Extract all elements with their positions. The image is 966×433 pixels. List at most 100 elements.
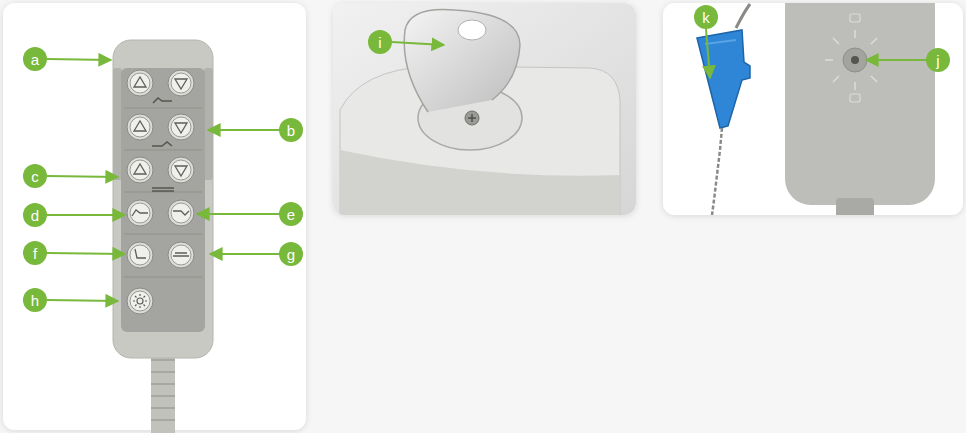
key-chain: [712, 128, 722, 215]
side-grip: [113, 68, 122, 180]
leader-arrow: [47, 214, 125, 216]
leader-arrow: [197, 213, 279, 215]
callout-badge: a: [23, 47, 47, 71]
leader-arrow: [208, 129, 279, 131]
button-ring: [127, 157, 153, 183]
down-symbol: [175, 79, 187, 89]
callout-badge: g: [279, 242, 303, 266]
leader-arrow: [866, 59, 926, 61]
down-symbol: [175, 166, 187, 176]
callout-letter: a: [31, 52, 39, 67]
callout-badge: c: [23, 164, 47, 188]
bed-icon: [152, 188, 174, 191]
button-ring: [168, 114, 194, 140]
button-face: [130, 117, 150, 137]
button-face: [171, 117, 191, 137]
button-ring: [127, 114, 153, 140]
button: [127, 288, 153, 314]
callout-letter: i: [378, 35, 381, 50]
side-grip: [204, 68, 213, 180]
up-symbol: [134, 164, 146, 174]
callout-letter: e: [287, 207, 295, 222]
pendant-back: [785, 3, 935, 205]
callout-badge: k: [694, 5, 718, 29]
button-ring: [127, 242, 153, 268]
callout-letter: f: [33, 246, 37, 261]
pendant-side: [340, 150, 620, 215]
flat-symbol: [173, 253, 189, 256]
button: [127, 114, 153, 140]
down-symbol: [175, 123, 187, 133]
pendant-body: [113, 40, 213, 358]
callout-letter: g: [287, 247, 295, 262]
clip-hole: [458, 20, 486, 40]
screw: [465, 111, 479, 125]
cable-stub: [836, 198, 874, 215]
key-head: [697, 30, 750, 128]
button-face: [130, 291, 150, 311]
button-face: [130, 73, 150, 93]
button-face: [171, 73, 191, 93]
button: [168, 157, 194, 183]
photo-background: [333, 3, 636, 215]
callout-letter: h: [31, 293, 39, 308]
up-symbol: [134, 121, 146, 131]
callout-letter: b: [287, 123, 295, 138]
light-symbol: [137, 298, 143, 304]
button-face: [171, 203, 191, 223]
key-highlight: [705, 40, 736, 44]
position-symbol: [132, 210, 148, 216]
callout-badge: e: [279, 202, 303, 226]
row-separator: [124, 108, 202, 277]
button-face: [130, 203, 150, 223]
key-lock: [843, 48, 867, 72]
callout-letter: k: [702, 10, 710, 25]
clip-loop: [404, 9, 520, 112]
bed-icon: [152, 142, 172, 146]
leader-arrow: [47, 59, 111, 60]
leader-arrow: [392, 42, 444, 45]
callout-badge: i: [368, 30, 392, 54]
clip-photo: [333, 3, 636, 215]
button: [168, 70, 194, 96]
screw-slot: [468, 114, 476, 122]
lock-photo: [697, 3, 935, 215]
button: [168, 200, 194, 226]
callout-letter: j: [936, 53, 939, 68]
button-ring: [168, 70, 194, 96]
button-face: [130, 160, 150, 180]
button: [127, 70, 153, 96]
position-symbol: [173, 211, 189, 215]
button-ring: [168, 242, 194, 268]
callout-badge: b: [279, 118, 303, 142]
callout-badge: j: [926, 48, 950, 72]
button-face: [130, 245, 150, 265]
button: [168, 242, 194, 268]
light-rays: [133, 294, 147, 308]
button-face: [171, 245, 191, 265]
callout-badge: f: [23, 241, 47, 265]
lock-icon: [850, 94, 860, 102]
button: [168, 114, 194, 140]
callout-letter: c: [31, 169, 39, 184]
leader-arrow: [47, 176, 118, 177]
leader-arrow: [210, 253, 279, 255]
panel: [333, 3, 636, 215]
button: [127, 200, 153, 226]
key-ring: [736, 4, 750, 28]
leader-arrow: [47, 300, 118, 301]
button-face: [171, 160, 191, 180]
button-ring: [168, 157, 194, 183]
callout-letter: d: [31, 208, 39, 223]
button: [127, 242, 153, 268]
leader-arrow: [47, 253, 125, 254]
button-ring: [127, 70, 153, 96]
chair-symbol: [135, 249, 146, 258]
bed-icon: [153, 98, 172, 103]
cable-ridges: [151, 360, 175, 420]
lock-icon: [850, 14, 860, 22]
up-symbol: [134, 77, 146, 87]
